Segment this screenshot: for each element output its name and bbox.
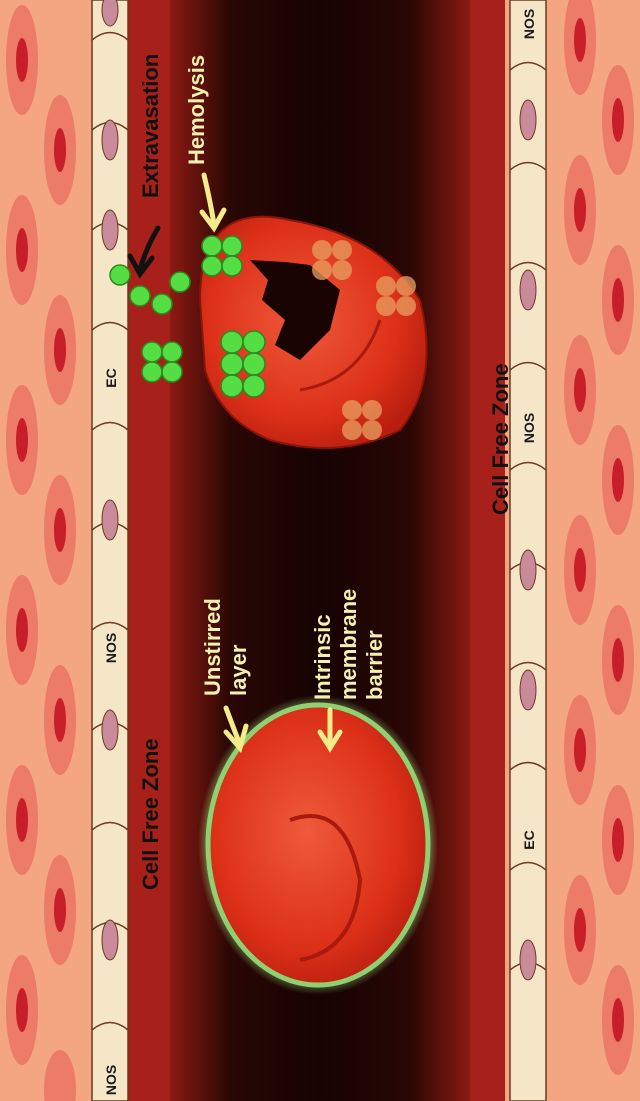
ec-nucleus [102, 710, 118, 750]
ec-nucleus [520, 550, 536, 590]
right-endothelium [510, 0, 546, 1101]
label-intrinsic-2: membrane [336, 589, 361, 700]
label-cell-free-zone-bottom: Cell Free Zone [488, 363, 513, 515]
ec-nucleus [102, 0, 118, 26]
ec-nucleus [102, 500, 118, 540]
label-cell-free-zone-top: Cell Free Zone [138, 738, 163, 890]
ec-nucleus [520, 270, 536, 310]
label-intrinsic-1: Intrinsic [310, 614, 335, 700]
left-endothelium [92, 0, 128, 1101]
label-unstirred-layer-1: Unstirred [200, 598, 225, 696]
ec-label-nos-bottom-1: NOS [521, 413, 537, 443]
label-hemolysis: Hemolysis [184, 55, 209, 165]
ec-label-ec-bottom: EC [521, 830, 537, 849]
ec-nucleus [520, 940, 536, 980]
ec-label-nos-bottom-2: NOS [521, 9, 537, 39]
ec-nucleus [102, 120, 118, 160]
ec-nucleus [102, 210, 118, 250]
ec-nucleus [102, 920, 118, 960]
ec-label-nos-top-1: NOS [103, 1065, 119, 1095]
ec-nucleus [520, 100, 536, 140]
ec-nucleus [520, 670, 536, 710]
ec-label-nos-top-2: NOS [103, 633, 119, 663]
label-extravasation: Extravasation [138, 54, 163, 198]
label-unstirred-layer-2: layer [226, 644, 251, 696]
ec-label-ec-top: EC [103, 368, 119, 387]
label-intrinsic-3: barrier [362, 630, 387, 700]
